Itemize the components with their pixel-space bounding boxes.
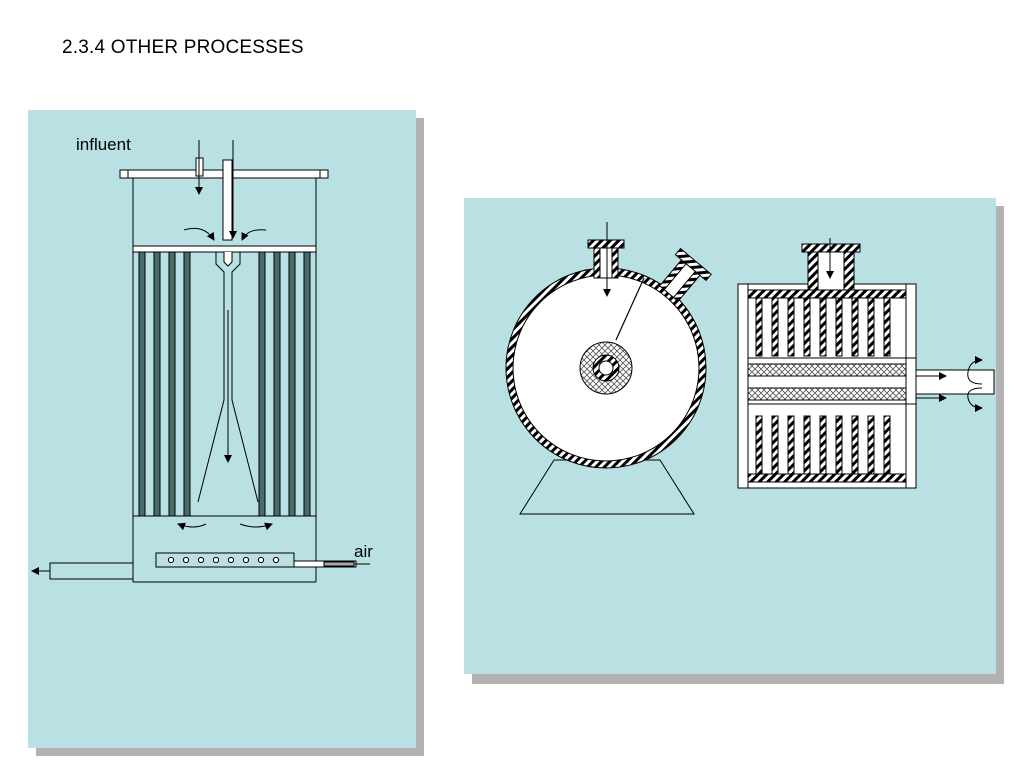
rotating-disk-module-diagram [505,222,995,515]
influent-label: influent [76,135,131,154]
air-sparger [155,552,295,568]
influent-pipe-main [222,159,233,241]
stand [519,459,695,515]
disk-stack-module [737,238,995,489]
membrane-bioreactor-diagram: influent air [31,135,373,583]
right-panel [464,198,996,674]
venturi-tube [197,252,259,503]
sparger-holes [167,556,280,564]
membrane-fibers-left [138,251,191,517]
outlet-pipe [49,562,134,580]
upper-tube-sheet [132,245,317,253]
air-label: air [354,542,373,561]
left-panel: influent air [28,110,416,748]
membrane-fibers-right [258,251,311,517]
slide-title: 2.3.4 OTHER PROCESSES [62,37,304,58]
round-housing [505,222,712,515]
